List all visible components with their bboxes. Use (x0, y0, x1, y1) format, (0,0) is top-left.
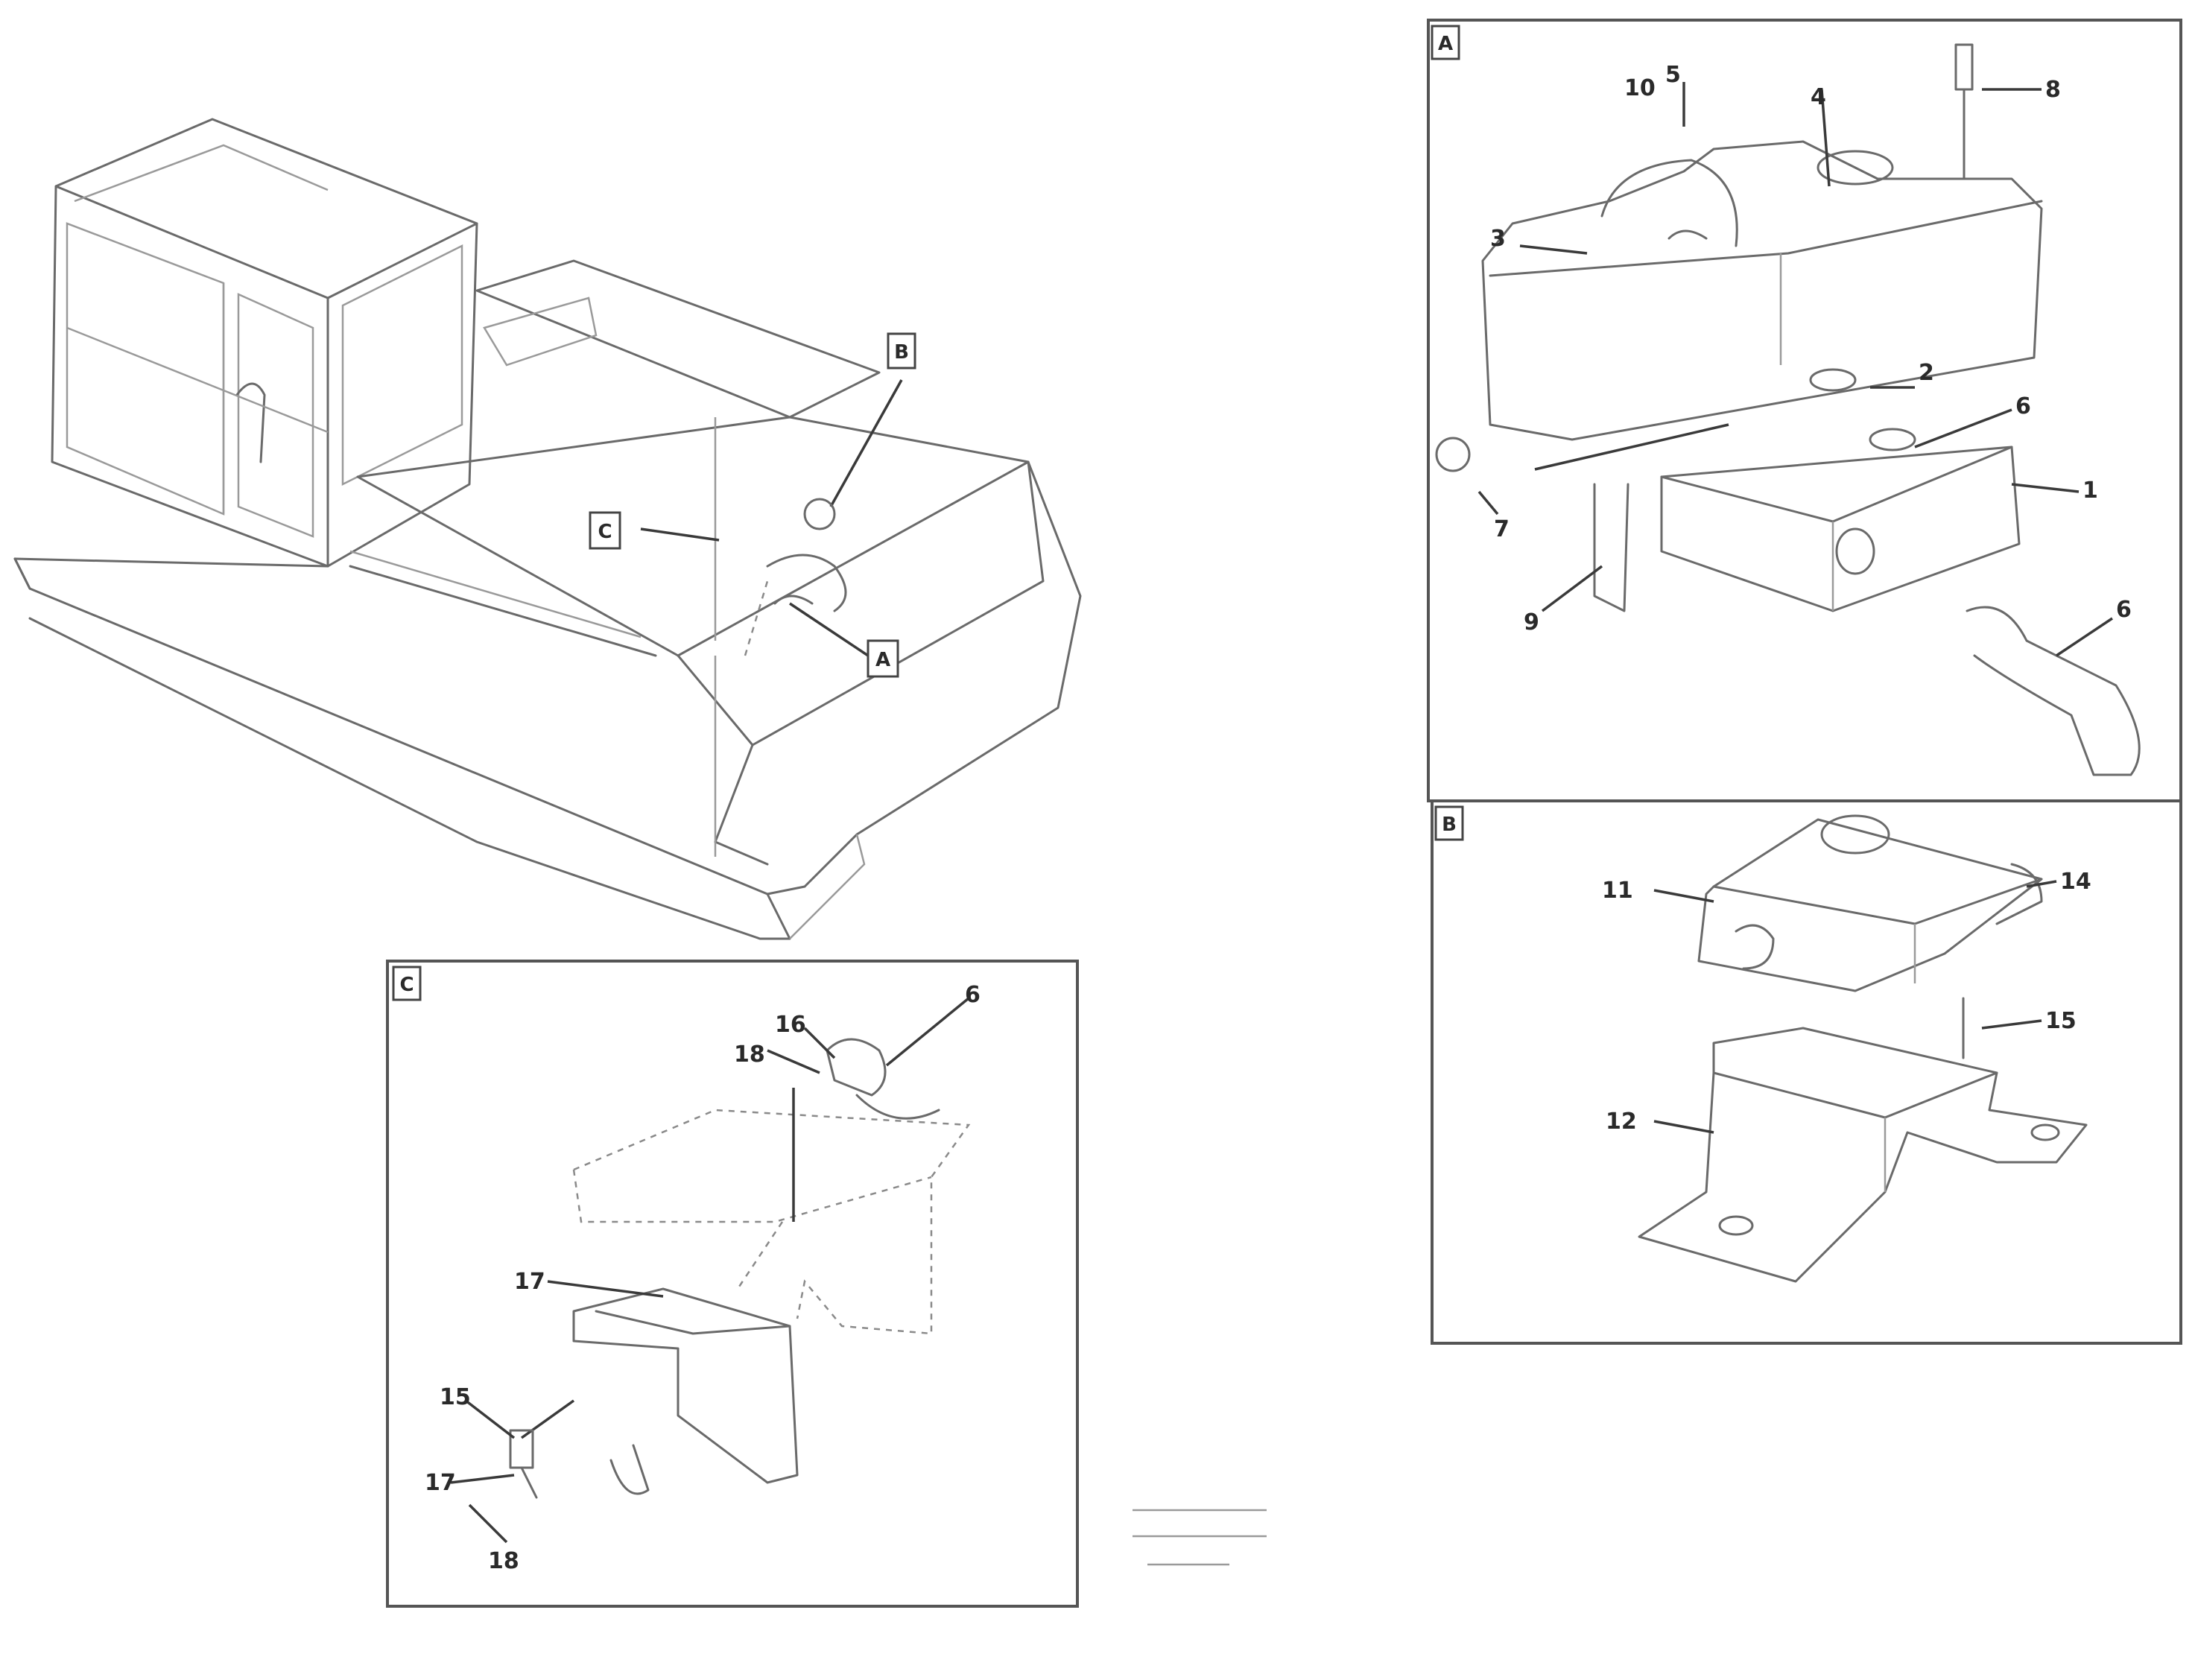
panel-c-callout-17-lower: 17 (425, 1470, 456, 1496)
panel-c-callout-17-upper: 17 (514, 1269, 545, 1295)
panel-b-callout-14: 14 (2060, 869, 2091, 895)
panel-a-tag: A (1438, 33, 1453, 55)
chassis (13, 460, 1082, 940)
panel-a-callout-3: 3 (1490, 226, 1506, 252)
panel-c-tag: C (399, 974, 414, 996)
detail-panel-c: C 16 6 18 17 15 17 18 (386, 960, 1079, 1608)
panel-a-callout-6-upper: 6 (2015, 393, 2031, 419)
panel-c-callout-15: 15 (440, 1384, 471, 1410)
detail-tag-b: B (887, 332, 916, 370)
panel-a-callout-5: 5 (1665, 62, 1681, 88)
detail-tag-c: C (589, 511, 621, 550)
main-leaders (640, 379, 903, 657)
detail-tag-a: A (867, 639, 899, 678)
engine-hood (349, 259, 1045, 866)
panel-a-callout-9: 9 (1524, 609, 1539, 635)
panel-a-callout-4: 4 (1811, 84, 1826, 110)
cab (51, 118, 478, 568)
panel-a-callout-7: 7 (1494, 516, 1510, 542)
panel-a-callout-10: 10 (1624, 75, 1656, 101)
detail-tag-c-label: C (598, 521, 612, 543)
detail-tag-a-label: A (875, 649, 890, 671)
panel-b-tag: B (1442, 814, 1457, 836)
panel-c-callout-6: 6 (965, 982, 981, 1008)
panel-c-callout-18-lower: 18 (488, 1548, 519, 1574)
panel-a-callout-6-lower: 6 (2116, 597, 2132, 623)
main-machine-view: B C A (13, 118, 1082, 940)
panel-b-callout-15: 15 (2045, 1008, 2077, 1034)
panel-a-callout-1: 1 (2082, 478, 2098, 504)
panel-a-callout-2: 2 (1919, 360, 1934, 386)
panel-c-callout-16: 16 (775, 1012, 806, 1038)
drawing-reference (1133, 1509, 1267, 1566)
detail-tag-b-label: B (894, 341, 909, 364)
panel-b-callout-11: 11 (1602, 878, 1633, 904)
panel-b-callout-12: 12 (1606, 1109, 1637, 1135)
detail-panel-b: B 11 14 15 12 (1431, 799, 2182, 1345)
panel-a-callout-8: 8 (2045, 77, 2061, 103)
detail-panel-a: A 10 5 4 8 3 2 (1427, 19, 2182, 802)
panel-c-callout-18-upper: 18 (734, 1042, 765, 1068)
